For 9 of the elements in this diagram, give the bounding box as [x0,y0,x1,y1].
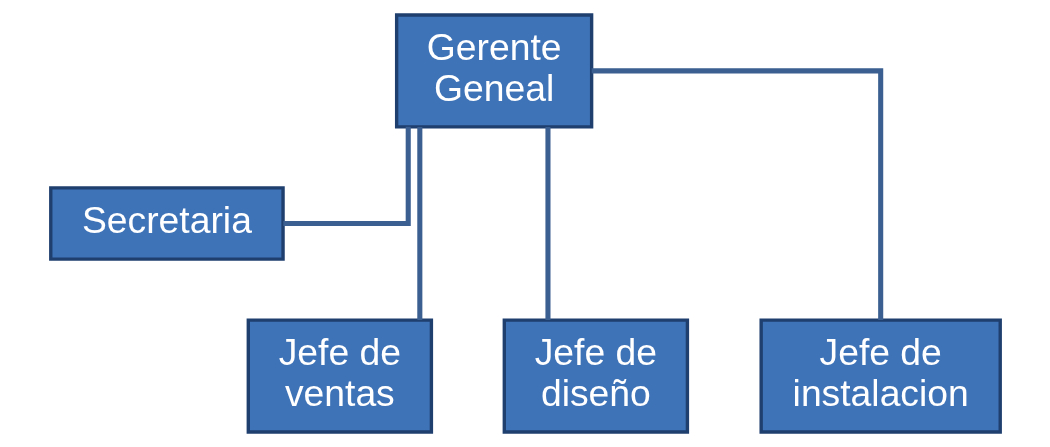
node-box: Jefe de diseño [502,318,689,434]
connector [544,126,550,320]
node-box: Jefe de ventas [246,318,433,434]
node-box: Jefe de instalacion [758,318,1002,434]
connector [591,68,883,321]
node-box: Secretaria [48,186,285,261]
connector [416,126,422,320]
connector [282,126,411,227]
node-box: Gerente Geneal [394,13,593,129]
